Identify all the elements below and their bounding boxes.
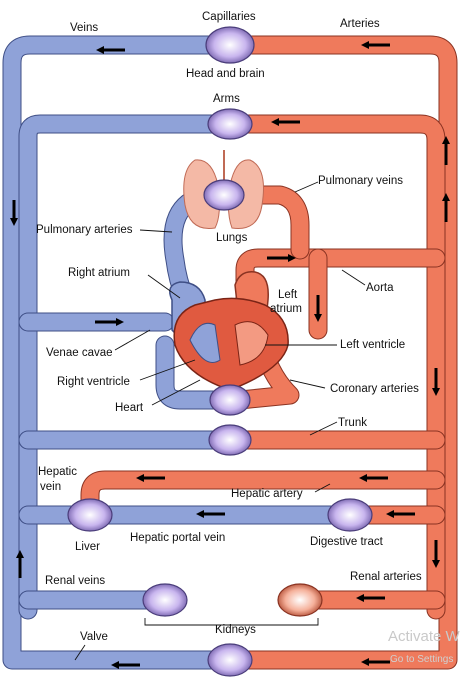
label-kidneys: Kidneys <box>215 624 256 636</box>
label-pulmonary-veins: Pulmonary veins <box>318 175 403 187</box>
label-right-ventricle: Right ventricle <box>57 376 130 388</box>
label-left-atrium-line1: Left <box>278 289 298 301</box>
label-hepatic-vein-line2: vein <box>40 481 61 493</box>
label-liver: Liver <box>75 541 100 553</box>
capillary-kidney-right <box>277 583 323 617</box>
label-renal-arteries: Renal arteries <box>350 571 422 583</box>
label-right-atrium: Right atrium <box>68 267 130 279</box>
label-veins: Veins <box>70 22 98 34</box>
label-trunk: Trunk <box>338 417 367 429</box>
capillary-trunk <box>208 424 252 456</box>
label-left-ventricle: Left ventricle <box>340 339 405 351</box>
capillary-bottom <box>207 643 253 677</box>
capillary-liver <box>67 498 113 532</box>
label-aorta: Aorta <box>366 282 394 294</box>
heart-illustration <box>173 297 289 391</box>
label-digestive-tract: Digestive tract <box>310 536 384 548</box>
label-head-brain: Head and brain <box>186 68 265 80</box>
label-arteries: Arteries <box>340 18 380 30</box>
watermark-activate: Activate W <box>388 628 461 645</box>
watermark-settings: Go to Settings <box>390 654 453 665</box>
label-arms: Arms <box>213 93 240 105</box>
capillary-lungs <box>203 179 245 211</box>
capillary-arms <box>207 108 253 140</box>
capillary-digestive <box>327 498 373 532</box>
capillary-head-brain <box>205 26 255 64</box>
label-lungs: Lungs <box>216 232 248 244</box>
label-hepatic-portal-vein: Hepatic portal vein <box>130 532 225 544</box>
capillary-heart <box>209 384 251 416</box>
label-hepatic-artery: Hepatic artery <box>231 488 303 500</box>
lungs-illustration <box>183 150 264 230</box>
label-hepatic-vein-line1: Hepatic <box>38 466 77 478</box>
label-renal-veins: Renal veins <box>45 575 105 587</box>
label-valve: Valve <box>80 631 108 643</box>
capillary-kidney-left <box>142 583 188 617</box>
leader-lines <box>74 181 366 661</box>
flow-arrows <box>10 41 450 669</box>
label-left-atrium-line2: atrium <box>270 303 302 315</box>
capillary-beds <box>67 26 373 677</box>
labels: Veins Capillaries Arteries Head and brai… <box>36 11 461 665</box>
label-venae-cavae: Venae cavae <box>46 347 113 359</box>
label-pulmonary-arteries: Pulmonary arteries <box>36 224 133 236</box>
label-capillaries: Capillaries <box>202 11 256 23</box>
label-heart: Heart <box>115 402 144 414</box>
label-coronary-arteries: Coronary arteries <box>330 383 419 395</box>
